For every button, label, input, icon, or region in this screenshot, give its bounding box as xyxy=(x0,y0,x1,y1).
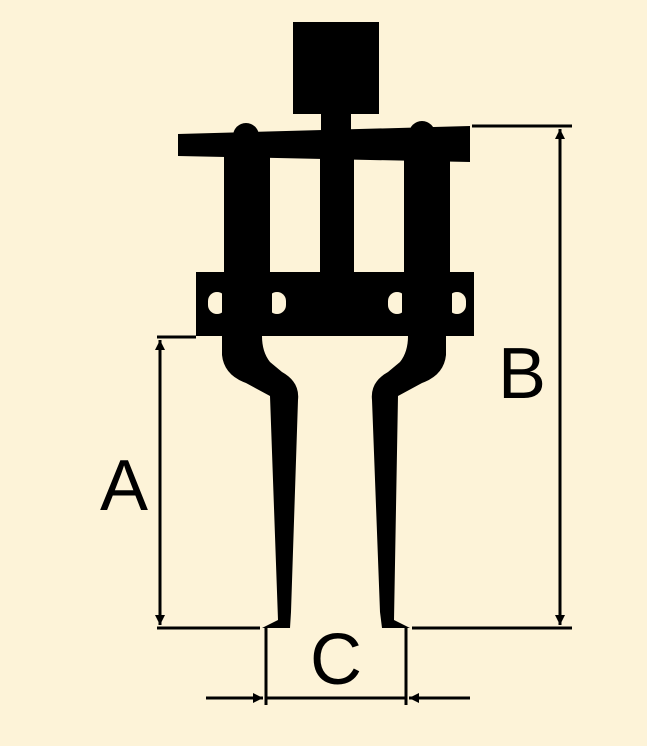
spindle-rod xyxy=(320,134,354,274)
pin-4 xyxy=(446,292,452,314)
crossblock-holes xyxy=(208,292,466,314)
hole-4 xyxy=(448,292,466,314)
label-c: C xyxy=(310,620,362,700)
puller-tool xyxy=(178,22,474,628)
rail-right xyxy=(404,134,450,274)
label-a: A xyxy=(100,446,148,526)
dimensions xyxy=(155,124,572,705)
jaw-right xyxy=(371,336,446,628)
hole-3 xyxy=(388,292,406,314)
jaw-left xyxy=(222,336,299,628)
spindle-head xyxy=(293,22,379,114)
spindle-neck xyxy=(321,112,351,134)
label-b: B xyxy=(498,334,546,414)
crossblock xyxy=(196,272,474,336)
crossblock-pins xyxy=(222,292,452,314)
rail-left xyxy=(224,134,270,274)
hole-1 xyxy=(208,292,226,314)
pin-3 xyxy=(402,292,408,314)
pin-1 xyxy=(222,292,228,314)
hole-2 xyxy=(268,292,286,314)
pin-2 xyxy=(266,292,272,314)
